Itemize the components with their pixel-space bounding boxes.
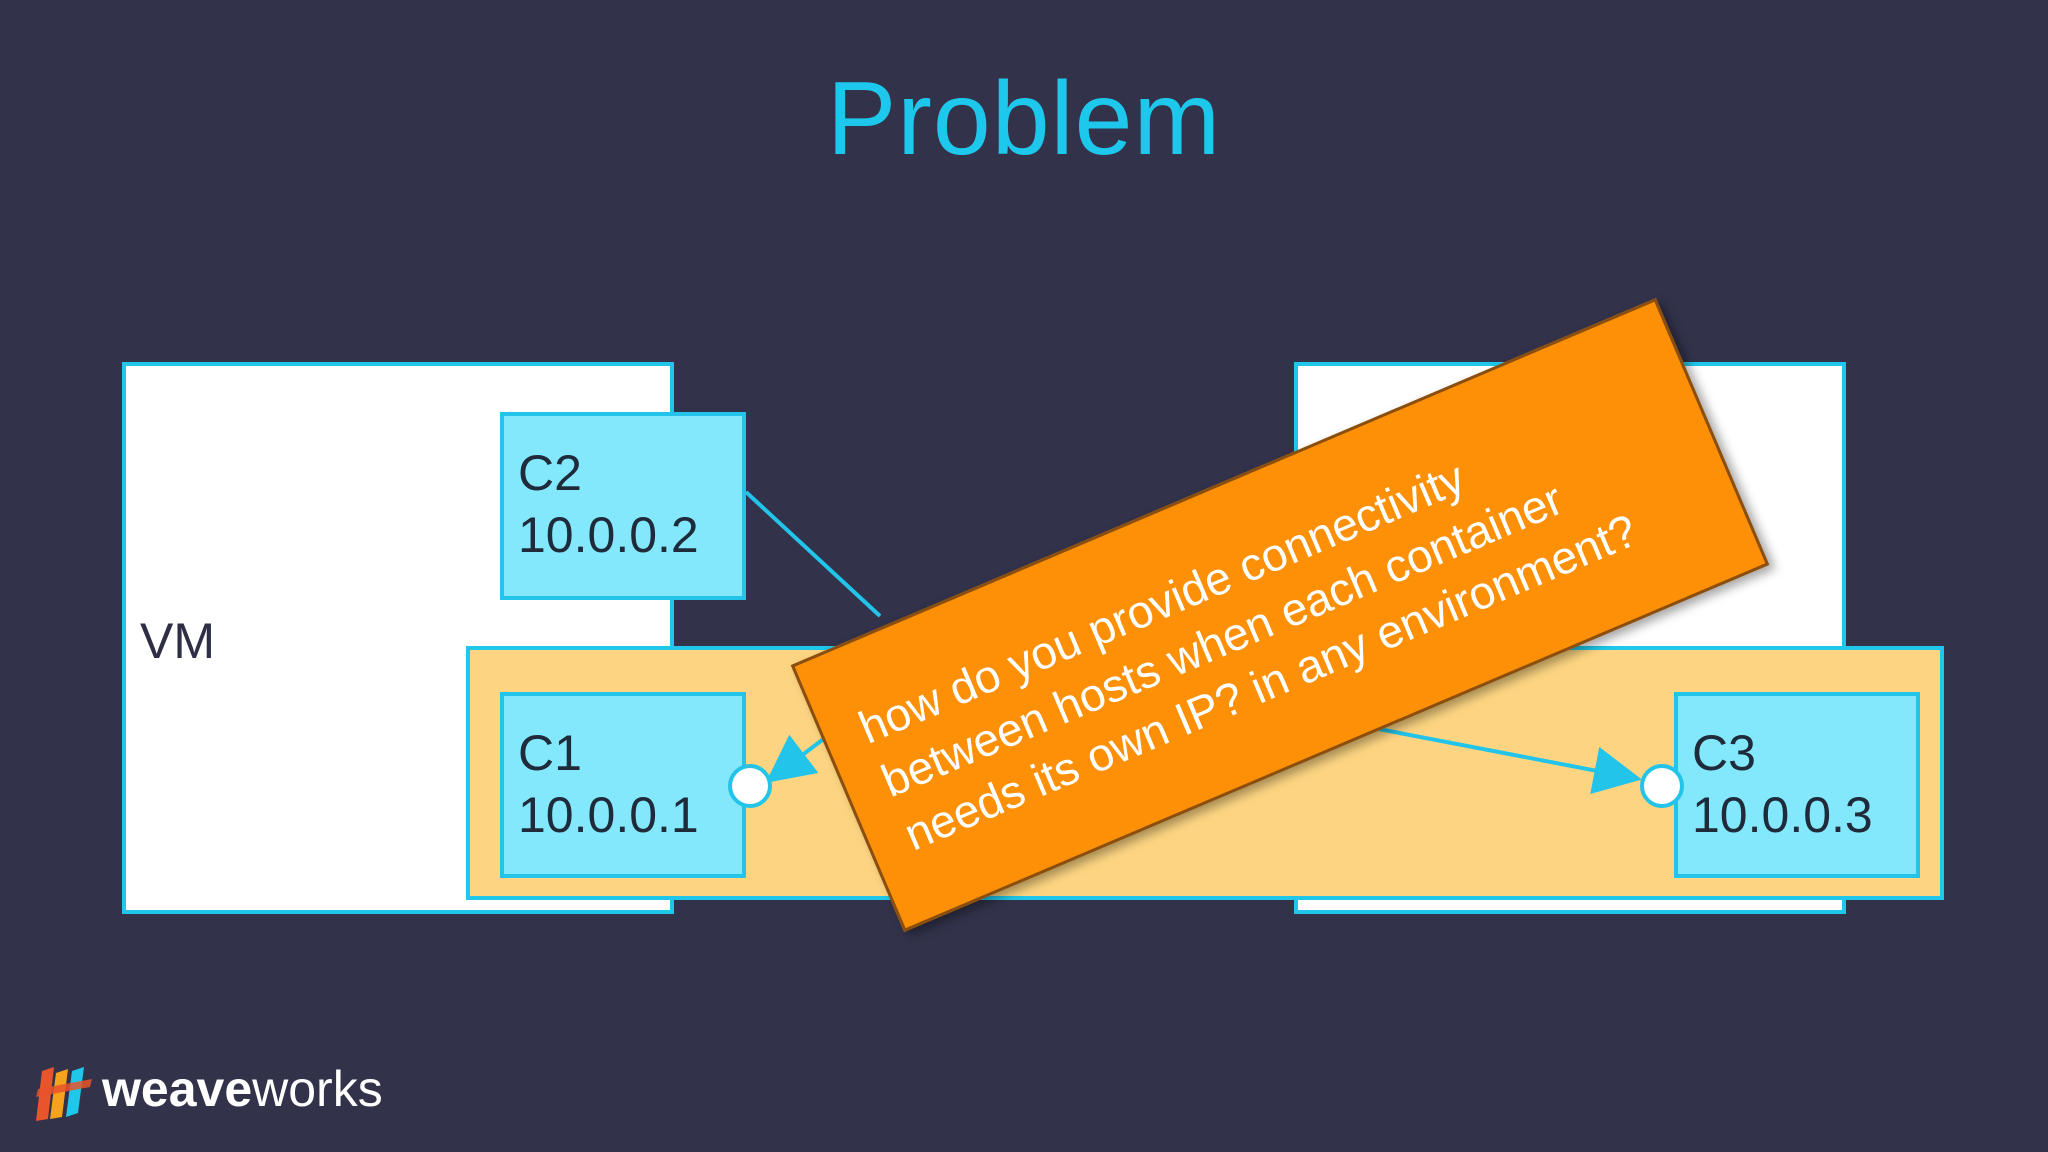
port-c3 <box>1640 764 1684 808</box>
logo-text-bold: weave <box>102 1061 253 1117</box>
port-c1 <box>728 764 772 808</box>
container-c1-ip: 10.0.0.1 <box>518 787 699 843</box>
slide-title: Problem <box>826 61 1222 177</box>
vm-label: VM <box>140 613 215 669</box>
container-c3: C3 10.0.0.3 <box>1674 692 1920 878</box>
container-c1-name: C1 <box>518 725 582 781</box>
link-c2-to-network <box>744 490 882 618</box>
link-network-to-c1 <box>765 732 832 783</box>
container-c3-ip: 10.0.0.3 <box>1692 787 1873 843</box>
container-c1: C1 10.0.0.1 <box>500 692 746 878</box>
logo-text-regular: works <box>252 1061 383 1117</box>
weaveworks-logo-icon <box>36 1067 92 1121</box>
container-c3-name: C3 <box>1692 725 1756 781</box>
container-c2: C2 10.0.0.2 <box>500 412 746 600</box>
weaveworks-logo-text: weaveworks <box>102 1060 383 1118</box>
container-c2-ip: 10.0.0.2 <box>518 507 699 563</box>
container-c2-name: C2 <box>518 445 582 501</box>
